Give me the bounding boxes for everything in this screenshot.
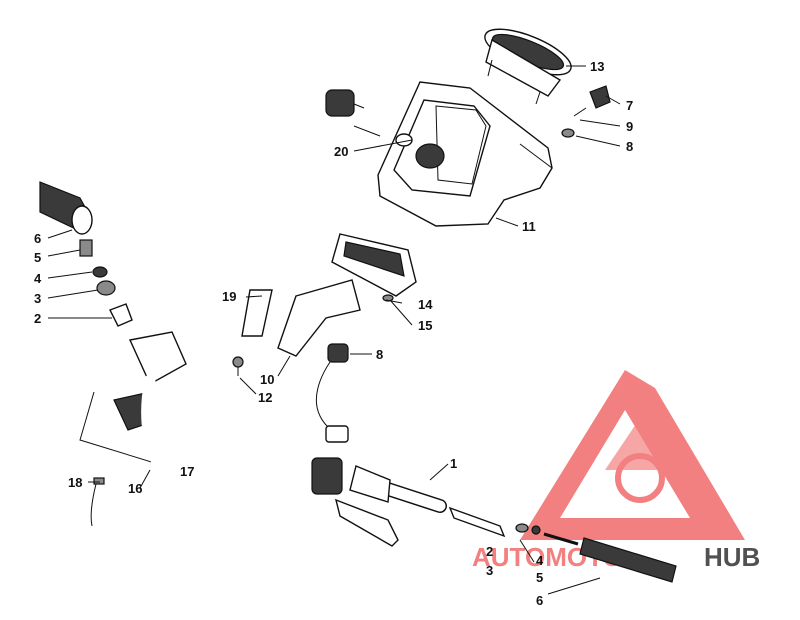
callout-2-right: 2 bbox=[486, 544, 493, 559]
right-control-lever bbox=[311, 457, 399, 547]
pod-housing-11 bbox=[377, 81, 553, 227]
handlebar-1 bbox=[141, 374, 447, 531]
callout-6-left: 6 bbox=[34, 231, 41, 246]
callout-2-left: 2 bbox=[34, 311, 41, 326]
callout-3-right: 3 bbox=[486, 563, 493, 578]
callout-3-left: 3 bbox=[34, 291, 41, 306]
callout-17: 17 bbox=[180, 464, 194, 479]
mount-bracket-10-12-19 bbox=[232, 279, 361, 376]
watermark-text-hub: HUB bbox=[704, 542, 760, 572]
callout-4-right: 4 bbox=[536, 553, 544, 568]
gauge-13 bbox=[484, 28, 572, 105]
callout-13: 13 bbox=[590, 59, 604, 74]
key-switch-7-9-8 bbox=[561, 85, 611, 138]
right-grip-assembly bbox=[448, 506, 677, 583]
callout-14: 14 bbox=[418, 297, 433, 312]
callout-8-lower: 8 bbox=[376, 347, 383, 362]
callout-11: 11 bbox=[522, 219, 536, 234]
callout-12: 12 bbox=[258, 390, 272, 405]
connector-harness-8 bbox=[315, 343, 349, 443]
callout-labels: 6 5 4 3 2 19 10 12 14 15 8 20 13 7 9 8 1… bbox=[34, 59, 633, 608]
callout-1: 1 bbox=[450, 456, 457, 471]
callout-15: 15 bbox=[418, 318, 432, 333]
callout-19: 19 bbox=[222, 289, 236, 304]
watermark-logo: AUTOMOTO HUB bbox=[472, 370, 760, 572]
callout-6-right: 6 bbox=[536, 593, 543, 608]
callout-4-left: 4 bbox=[34, 271, 42, 286]
callout-5-right: 5 bbox=[536, 570, 543, 585]
left-grip-assembly bbox=[39, 181, 133, 327]
bracket-14-15 bbox=[331, 233, 417, 302]
callout-16: 16 bbox=[128, 481, 142, 496]
callout-9: 9 bbox=[626, 119, 633, 134]
leader-lines bbox=[47, 65, 621, 595]
callout-8-upper: 8 bbox=[626, 139, 633, 154]
callout-5-left: 5 bbox=[34, 250, 41, 265]
callout-20: 20 bbox=[334, 144, 348, 159]
callout-18: 18 bbox=[68, 475, 82, 490]
knob-20 bbox=[325, 89, 445, 169]
callout-7: 7 bbox=[626, 98, 633, 113]
callout-10: 10 bbox=[260, 372, 274, 387]
